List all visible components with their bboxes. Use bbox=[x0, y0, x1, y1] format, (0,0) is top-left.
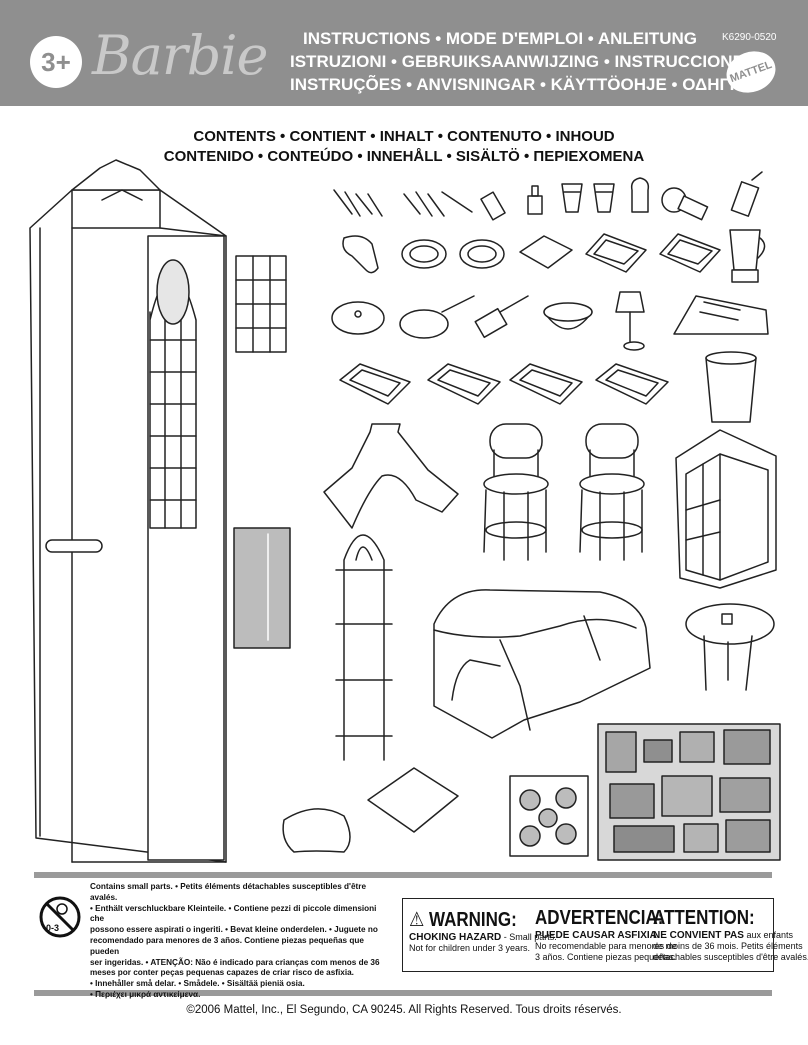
bar-stool-icon bbox=[579, 423, 645, 561]
tray-icon bbox=[595, 363, 669, 405]
cushion-icon bbox=[282, 808, 351, 853]
tray-icon bbox=[509, 363, 583, 405]
warning-english: ⚠ WARNING: CHOKING HAZARD - Small parts.… bbox=[409, 907, 557, 954]
warning-line: • Περιέχει μικρά αντικείμενα. bbox=[90, 989, 201, 999]
tray-icon bbox=[339, 363, 411, 405]
plate-icon bbox=[459, 239, 505, 269]
warning-text: 3 años. Contiene piezas pequeñas. bbox=[535, 952, 677, 962]
tray-icon bbox=[585, 233, 647, 273]
spatula-icon bbox=[474, 295, 529, 339]
warning-hazard: NE CONVIENT PAS bbox=[653, 930, 744, 941]
phone-icon bbox=[730, 171, 763, 217]
contents-title: CONTENTS • CONTIENT • INHALT • CONTENUTO… bbox=[0, 127, 808, 167]
warning-text: Not for children under 3 years. bbox=[409, 943, 531, 953]
bottle-icon bbox=[527, 185, 543, 215]
age-badge: 3+ bbox=[30, 36, 82, 88]
warning-box: ⚠ WARNING: CHOKING HAZARD - Small parts.… bbox=[402, 898, 808, 972]
contents-line: CONTENIDO • CONTEÚDO • INNEHÅLL • SISÄLT… bbox=[163, 148, 645, 165]
warning-hazard: CHOKING HAZARD bbox=[409, 932, 502, 943]
shaker-icon bbox=[630, 177, 650, 213]
title-line: INSTRUÇÕES • ANVISNINGAR • KÄYTTÖOHJE • … bbox=[290, 75, 756, 94]
hair-dryer-icon bbox=[661, 187, 709, 221]
warning-french: ATTENTION: NE CONVIENT PAS aux enfants d… bbox=[653, 907, 808, 963]
age-warning-label: 0-3 bbox=[46, 923, 59, 933]
sticker-sheet-icon bbox=[509, 775, 589, 857]
sofa-icon bbox=[433, 589, 651, 739]
warning-triangle-icon: ⚠ bbox=[409, 909, 429, 931]
warning-title: WARNING: bbox=[428, 909, 517, 931]
tray-icon bbox=[659, 233, 721, 273]
toaster-icon bbox=[673, 295, 769, 335]
corner-window-icon bbox=[675, 429, 777, 589]
divider bbox=[34, 872, 772, 878]
pillow-icon bbox=[367, 767, 459, 833]
warning-text: - Small parts. bbox=[501, 932, 557, 942]
tray-icon bbox=[427, 363, 501, 405]
parts-illustration bbox=[29, 159, 781, 863]
no-small-parts-icon: 0-3 bbox=[39, 896, 81, 938]
contents-line: CONTENTS • CONTIENT • INHALT • CONTENUTO… bbox=[193, 128, 615, 145]
warning-title: ADVERTENCIA: bbox=[535, 907, 664, 929]
bar-stool-icon bbox=[483, 423, 549, 561]
header-banner: 3+ Barbie INSTRUCTIONS • MODE D'EMPLOI •… bbox=[0, 0, 808, 106]
side-table-icon bbox=[685, 603, 775, 691]
copyright-footer: ©2006 Mattel, Inc., El Segundo, CA 90245… bbox=[186, 1004, 622, 1016]
warning-spanish: ADVERTENCIA: PUEDE CAUSAR ASFIXIA. No re… bbox=[535, 907, 686, 963]
dollhouse-icon bbox=[29, 159, 291, 863]
warning-hazard: PUEDE CAUSAR ASFIXIA. bbox=[535, 930, 660, 941]
book-icon bbox=[519, 235, 573, 269]
sticker-sheet-icon bbox=[597, 723, 781, 861]
cup-icon bbox=[561, 183, 583, 213]
plate-icon bbox=[401, 239, 447, 269]
warning-text: No recomendable para menores de bbox=[535, 941, 677, 951]
shelf-icon bbox=[335, 534, 393, 761]
warning-line: • Enthält verschluckbare Kleinteile. • C… bbox=[90, 903, 377, 924]
warning-title: ATTENTION: bbox=[653, 907, 755, 929]
title-line: ISTRUZIONI • GEBRUIKSAANWIJZING • INSTRU… bbox=[290, 52, 756, 71]
warning-line: Contains small parts. • Petits éléments … bbox=[90, 882, 367, 902]
fireplace-hood-icon bbox=[323, 423, 459, 529]
lamp-icon bbox=[615, 291, 645, 351]
warning-line: possono essere aspirati o ingeriti. • Be… bbox=[90, 925, 378, 935]
warning-line: recomendado para menores de 3 años. Cont… bbox=[90, 935, 364, 956]
cutlery-icon bbox=[333, 189, 473, 217]
product-code: K6290-0520 bbox=[722, 32, 777, 43]
warning-line: ser ingeridas. • ATENÇÃO: Não é indicado… bbox=[90, 957, 380, 967]
bottle-icon bbox=[480, 191, 506, 221]
warning-line: • Innehåller små delar. • Smådele. • Sis… bbox=[90, 979, 305, 989]
instructions-title: INSTRUCTIONS • MODE D'EMPLOI • ANLEITUNG… bbox=[290, 27, 756, 96]
bowl-icon bbox=[543, 302, 593, 330]
lid-icon bbox=[331, 301, 385, 335]
warning-line: meses por conter peças pequenas capazes … bbox=[90, 968, 354, 978]
warning-text: de moins de 36 mois. Petits éléments bbox=[653, 941, 803, 951]
comb-icon bbox=[342, 235, 379, 274]
frying-pan-icon bbox=[399, 295, 475, 339]
title-line: INSTRUCTIONS • MODE D'EMPLOI • ANLEITUNG bbox=[302, 29, 698, 48]
warning-text: aux enfants bbox=[743, 930, 793, 940]
barbie-logo: Barbie bbox=[92, 24, 268, 87]
choking-warning-text: Contains small parts. • Petits éléments … bbox=[90, 882, 390, 1001]
cup-icon bbox=[593, 183, 615, 213]
blender-icon bbox=[729, 229, 766, 283]
trash-bin-icon bbox=[705, 351, 757, 423]
divider bbox=[34, 990, 772, 996]
warning-text: détachables susceptibles d'être avalés. bbox=[653, 952, 808, 962]
